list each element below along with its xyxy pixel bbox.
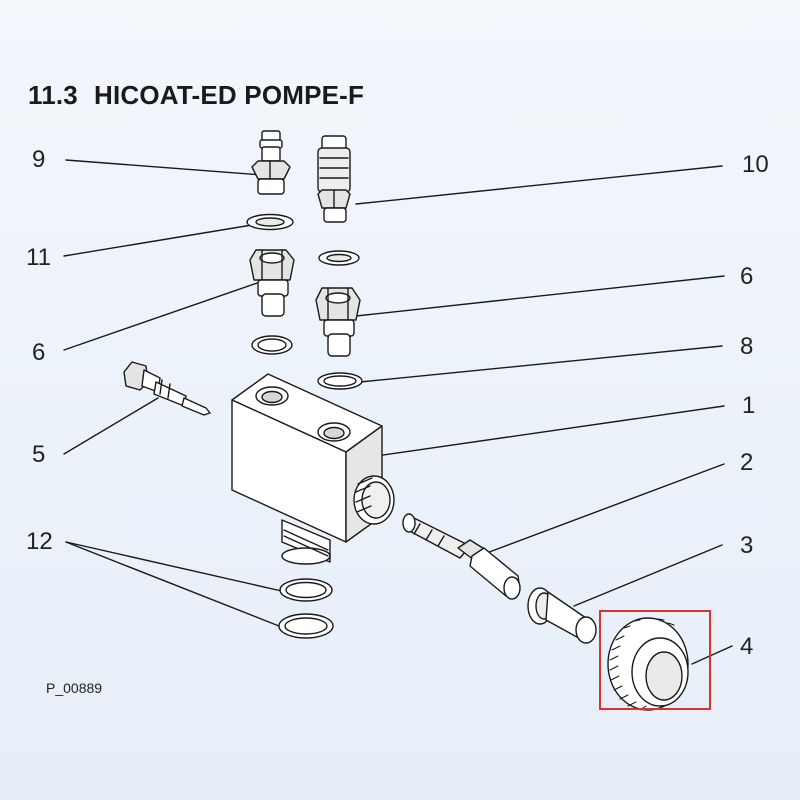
leader-11 bbox=[63, 224, 253, 257]
part-12-oring-upper bbox=[279, 578, 333, 602]
leader-6-left bbox=[63, 281, 261, 351]
part-10-coupling bbox=[317, 135, 351, 223]
part-6-fitting-right bbox=[315, 287, 361, 357]
callout-10: 10 bbox=[742, 151, 769, 178]
part-3-sleeve bbox=[527, 587, 597, 644]
part-11-washer bbox=[246, 213, 294, 231]
leader-6-right bbox=[355, 275, 725, 317]
callout-5: 5 bbox=[32, 441, 46, 468]
callout-3: 3 bbox=[740, 532, 754, 559]
part-9-nipple bbox=[251, 130, 291, 195]
leader-5 bbox=[63, 397, 159, 455]
section-number: 11.3 bbox=[28, 80, 78, 110]
highlight-box-part-4[interactable] bbox=[599, 610, 711, 710]
part-1-pump-body bbox=[231, 373, 395, 565]
part-10-washer bbox=[318, 250, 360, 266]
callout-6-right: 6 bbox=[740, 263, 754, 290]
callout-2: 2 bbox=[740, 449, 754, 476]
part-4-knurled-nut bbox=[607, 617, 689, 711]
callout-1: 1 bbox=[742, 392, 756, 419]
leader-1 bbox=[361, 405, 725, 459]
part-8-oring bbox=[317, 372, 363, 390]
callout-6-left: 6 bbox=[32, 339, 46, 366]
leader-12-upper bbox=[65, 541, 287, 593]
section-title: 11.3 HICOAT-ED POMPE-F bbox=[28, 80, 364, 111]
drawing-reference: P_00889 bbox=[46, 680, 103, 696]
callout-9: 9 bbox=[32, 146, 46, 173]
leader-4 bbox=[691, 645, 733, 665]
part-6-fitting-left bbox=[249, 249, 295, 317]
callout-8: 8 bbox=[740, 333, 754, 360]
leader-10 bbox=[355, 165, 723, 205]
part-2-insert bbox=[402, 513, 521, 600]
part-12-oring-lower bbox=[278, 613, 334, 639]
leader-9 bbox=[65, 159, 263, 176]
leader-8 bbox=[359, 345, 723, 383]
part-6-oring-left bbox=[251, 335, 293, 355]
leader-2 bbox=[483, 463, 725, 555]
callout-4: 4 bbox=[740, 633, 754, 660]
callout-12: 12 bbox=[26, 528, 53, 555]
part-5-pin bbox=[123, 361, 211, 416]
section-title-text: HICOAT-ED POMPE-F bbox=[93, 80, 365, 110]
leader-3 bbox=[573, 544, 723, 607]
callout-11: 11 bbox=[26, 244, 51, 271]
leader-12-lower bbox=[65, 541, 285, 629]
